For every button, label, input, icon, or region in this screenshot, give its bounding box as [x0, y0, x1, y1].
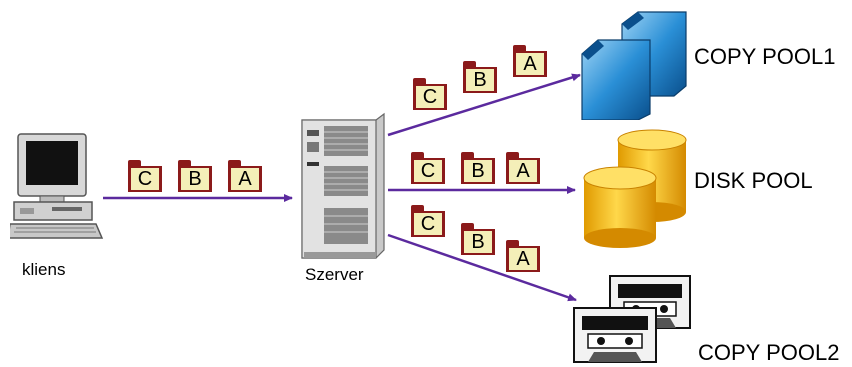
- arrow-server-to-copy-pool2: [387, 233, 577, 302]
- file-folder-c: C: [411, 205, 445, 237]
- file-folder-c: C: [128, 160, 162, 192]
- file-folder-b: B: [461, 223, 495, 255]
- arrow-server-to-copy-pool1: [387, 73, 581, 137]
- file-folder-a: A: [228, 160, 262, 192]
- file-folder-b: B: [178, 160, 212, 192]
- file-folder-b: B: [463, 61, 497, 93]
- disk-pool-icon: [583, 129, 687, 248]
- copy-pool-icon: [581, 11, 687, 120]
- copy-pool2-label: COPY POOL2: [698, 340, 840, 365]
- file-folder-a: A: [506, 240, 540, 272]
- copy-pool1-label: COPY POOL1: [694, 44, 836, 69]
- client-label: kliens: [22, 260, 66, 279]
- file-folder-a: A: [513, 45, 547, 77]
- client-computer-icon: [10, 133, 104, 239]
- server-label: Szerver: [305, 265, 364, 284]
- server-icon: [301, 112, 385, 259]
- file-folder-a: A: [506, 152, 540, 184]
- file-folder-b: B: [461, 152, 495, 184]
- disk-pool-label: DISK POOL: [694, 168, 813, 193]
- tape-pool-icon: [573, 275, 691, 363]
- file-folder-c: C: [411, 152, 445, 184]
- file-folder-c: C: [413, 78, 447, 110]
